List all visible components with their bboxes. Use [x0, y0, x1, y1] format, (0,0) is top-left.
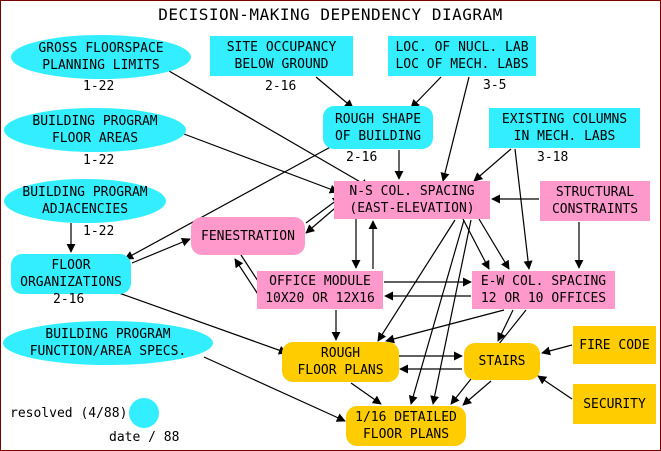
node-label: OFFICE MODULE: [269, 274, 371, 289]
node-label: PLANNING LIMITS: [42, 58, 160, 73]
arrow-stairs-to-detailed: [462, 380, 492, 406]
node-label: FLOOR PLANS: [297, 363, 384, 378]
arrow-roughplans-to-detailed: [350, 382, 382, 405]
node-label: ROUGH: [320, 346, 361, 361]
diagram-title: DECISION-MAKING DEPENDENCY DIAGRAM: [158, 5, 503, 24]
node-label: ORGANIZATIONS: [20, 275, 122, 290]
arrow-floororgs-to-roughplans: [118, 292, 288, 355]
node-date-loc-labs: 3-5: [483, 78, 507, 93]
node-label: FENESTRATION: [201, 228, 295, 244]
node-ns-spacing[interactable]: N-S COL. SPACING (EAST-ELEVATION): [334, 181, 490, 219]
arrow-ns-to-detailed-a: [408, 219, 465, 405]
node-fire-code[interactable]: FIRE CODE: [573, 326, 656, 364]
node-label: 10X20 OR 12X16: [265, 291, 375, 306]
node-label: SITE OCCUPANCY: [226, 40, 337, 55]
arrow-security-to-stairs: [537, 375, 573, 400]
node-label: IN MECH. LABS: [513, 129, 616, 144]
node-label: SECURITY: [583, 396, 646, 412]
node-label: ROUGH SHAPE: [334, 111, 422, 127]
node-label: BUILDING PROGRAM: [45, 327, 171, 342]
node-label: STRUCTURAL: [555, 185, 635, 200]
legend-resolved-swatch: [129, 398, 159, 428]
node-label: FLOOR PLANS: [362, 427, 450, 442]
node-label: CONSTRAINTS: [551, 202, 639, 217]
node-detailed-plans[interactable]: 1/16 DETAILED FLOOR PLANS: [346, 406, 466, 446]
node-label: BUILDING PROGRAM: [22, 185, 148, 200]
node-stairs[interactable]: STAIRS: [464, 343, 540, 380]
node-date-program-areas: 1-22: [83, 153, 115, 168]
node-label: FUNCTION/AREA SPECS.: [29, 344, 187, 359]
node-label: E-W COL. SPACING: [480, 274, 607, 289]
arrow-areas-to-ns: [183, 133, 339, 194]
node-date-rough-shape: 2-16: [346, 150, 378, 165]
node-loc-labs[interactable]: LOC. OF NUCL. LAB LOC OF MECH. LABS: [388, 36, 536, 76]
node-label: FIRE CODE: [579, 337, 650, 353]
arrow-ew-to-roughplans: [385, 309, 505, 344]
node-floor-orgs[interactable]: FLOOR ORGANIZATIONS: [11, 254, 131, 294]
arrow-shape-to-floororgs: [124, 143, 337, 260]
node-label: ADJACENCIES: [41, 202, 129, 217]
node-label: LOC OF MECH. LABS: [395, 57, 529, 72]
node-rough-plans[interactable]: ROUGH FLOOR PLANS: [282, 342, 399, 382]
node-gross-floorspace[interactable]: GROSS FLOORSPACE PLANNING LIMITS: [11, 35, 191, 79]
arrow-gross-to-ns: [168, 70, 370, 188]
node-label: STAIRS: [478, 354, 526, 369]
node-date-floor-orgs: 2-16: [53, 292, 85, 307]
arrow-ns-to-ew-b: [478, 218, 510, 270]
node-fenestration[interactable]: FENESTRATION: [191, 217, 305, 255]
node-date-site-occupancy: 2-16: [265, 79, 297, 94]
node-ew-spacing[interactable]: E-W COL. SPACING 12 OR 10 OFFICES: [472, 271, 615, 309]
node-label: OF BUILDING: [334, 128, 422, 144]
node-site-occupancy[interactable]: SITE OCCUPANCY BELOW GROUND: [210, 36, 353, 76]
node-label: 12 OR 10 OFFICES: [480, 291, 607, 306]
node-program-adjacencies[interactable]: BUILDING PROGRAM ADJACENCIES: [4, 179, 166, 223]
arrow-site-to-shape: [315, 76, 354, 109]
node-label: GROSS FLOORSPACE: [38, 41, 164, 56]
node-label: (EAST-ELEVATION): [349, 201, 475, 216]
node-existing-columns[interactable]: EXISTING COLUMNS IN MECH. LABS: [489, 108, 640, 148]
node-label: 1/16 DETAILED: [355, 410, 457, 425]
node-office-module[interactable]: OFFICE MODULE 10X20 OR 12X16: [257, 271, 383, 309]
node-label: EXISTING COLUMNS: [501, 112, 628, 127]
node-label: FLOOR AREAS: [51, 131, 139, 146]
node-rough-shape[interactable]: ROUGH SHAPE OF BUILDING: [323, 106, 433, 149]
node-date-gross-floorspace: 1-22: [83, 79, 115, 94]
arrow-existing-to-ns: [473, 148, 512, 182]
legend-date-label: date / 88: [109, 430, 180, 445]
arrow-firecode-to-stairs: [541, 344, 573, 356]
arrow-ns-to-ew-a: [462, 218, 490, 270]
node-program-areas[interactable]: BUILDING PROGRAM FLOOR AREAS: [4, 108, 186, 152]
legend-resolved-label: resolved (4/88): [10, 406, 128, 421]
arrow-ew-to-stairs: [497, 309, 514, 342]
node-label: BUILDING PROGRAM: [32, 114, 158, 129]
arrow-ns-to-detailed-b: [430, 219, 472, 405]
arrow-floororgs-to-fenestration: [131, 237, 191, 264]
node-label: BELOW GROUND: [234, 57, 329, 72]
arrow-function-to-detailed: [203, 356, 346, 422]
node-security[interactable]: SECURITY: [573, 384, 656, 424]
arrow-ns-to-roughplans: [377, 219, 456, 342]
node-program-function[interactable]: BUILDING PROGRAM FUNCTION/AREA SPECS.: [3, 321, 213, 365]
node-label: LOC. OF NUCL. LAB: [395, 40, 529, 55]
node-label: FLOOR: [51, 258, 91, 273]
arrow-loc-to-ns: [440, 76, 470, 182]
node-date-existing-columns: 3-18: [537, 150, 569, 165]
node-structural[interactable]: STRUCTURAL CONSTRAINTS: [540, 181, 650, 221]
arrow-existing-to-ew: [514, 148, 533, 270]
arrow-loc-to-shape: [410, 76, 442, 109]
node-label: N-S COL. SPACING: [349, 184, 475, 199]
node-date-program-adjacencies: 1-22: [83, 224, 115, 239]
